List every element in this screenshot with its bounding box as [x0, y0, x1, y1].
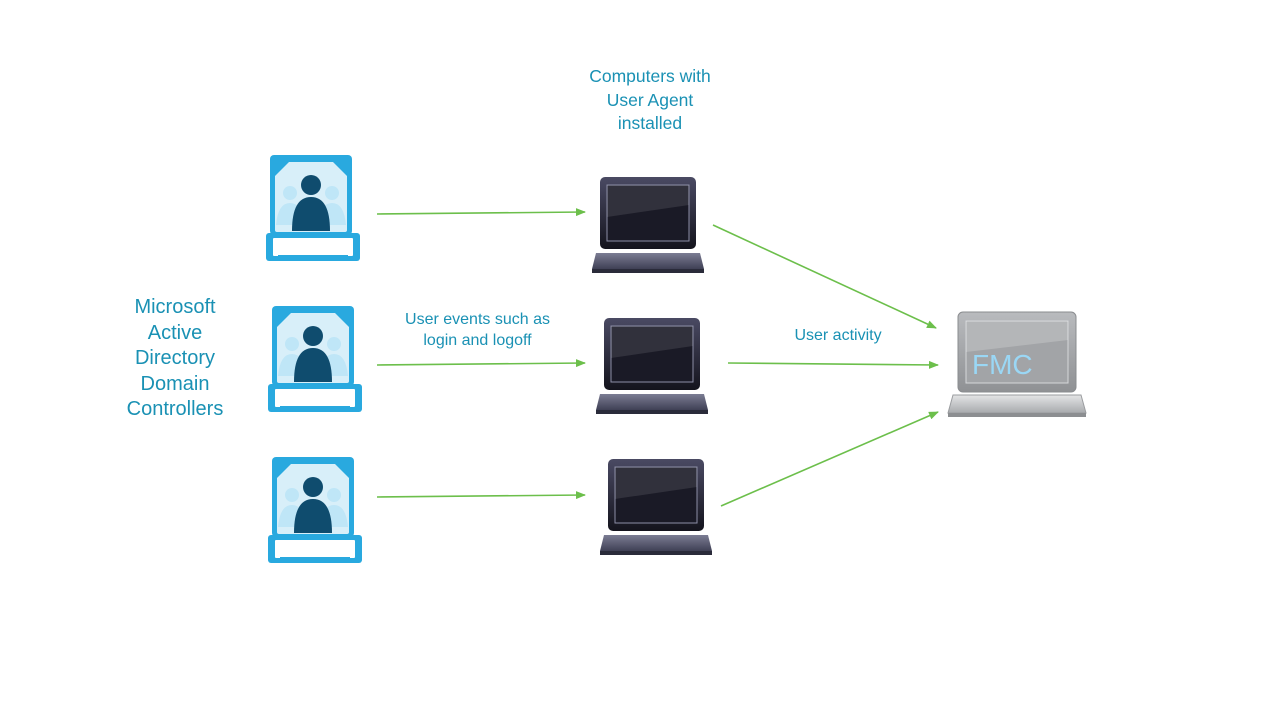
ad-controllers-label: Microsoft Active Directory Domain Contro… — [126, 296, 224, 420]
fmc-label: FMC — [972, 349, 1033, 380]
arrow-dc1-to-laptop1 — [376, 208, 586, 217]
agent-laptop-icon-3 — [599, 458, 713, 556]
arrow-dc2-to-laptop2 — [376, 359, 586, 368]
fmc-laptop-icon — [947, 311, 1087, 417]
domain-controller-icon-2 — [267, 305, 363, 413]
agent-laptop-icon-2 — [595, 317, 709, 415]
domain-controller-icon-1 — [265, 154, 361, 262]
arrow-laptop1-to-fmc — [712, 224, 937, 329]
arrow-laptop2-to-fmc — [727, 360, 939, 369]
agent-laptop-icon-1 — [591, 176, 705, 274]
domain-controller-icon-3 — [267, 456, 363, 564]
agent-computers-label: Computers with User Agent installed — [589, 66, 711, 133]
user-activity-label: User activity — [794, 327, 882, 344]
arrow-laptop3-to-fmc — [720, 411, 939, 507]
user-events-label: User events such as login and logoff — [405, 311, 550, 349]
arrow-dc3-to-laptop3 — [376, 491, 586, 500]
